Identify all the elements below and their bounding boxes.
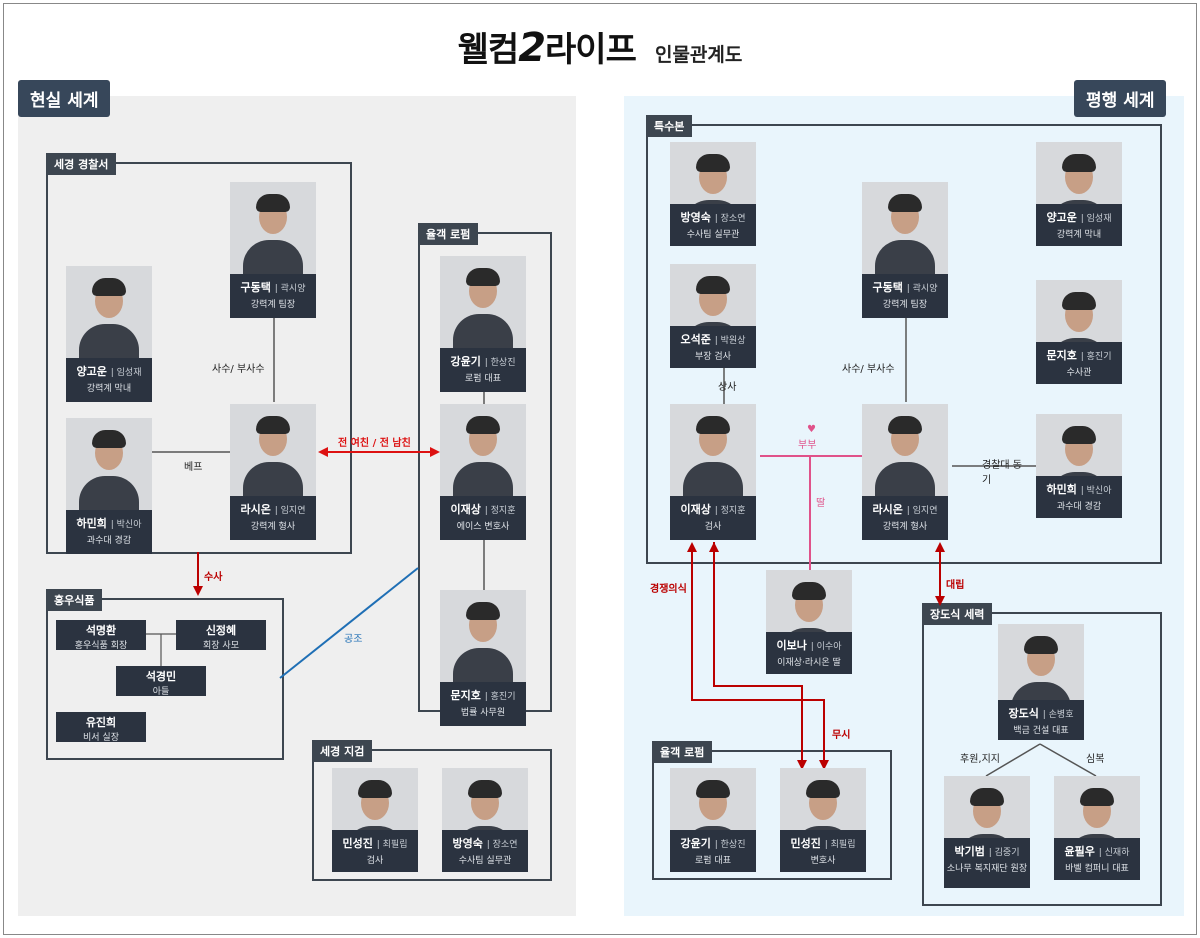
- label-rival: 경쟁의식: [650, 584, 687, 595]
- group-label-par-lawfirm: 율객 로펌: [652, 741, 713, 763]
- label-confront: 대립: [946, 580, 965, 591]
- label-sangsa: 상사: [718, 382, 737, 393]
- portrait: [766, 570, 852, 632]
- portrait: [66, 418, 152, 510]
- portrait: [66, 266, 152, 358]
- label-dongi: 경찰대 동기: [982, 460, 1022, 486]
- group-real-food: [46, 598, 284, 760]
- parallel-world-tag: 평행 세계: [1074, 80, 1167, 117]
- portrait: [440, 404, 526, 496]
- outer-frame: [3, 3, 1197, 935]
- label-bubu: 부부: [798, 440, 817, 451]
- label-support: 후원,지지: [960, 754, 1000, 765]
- group-par-lawfirm: [652, 750, 892, 880]
- portrait: [230, 182, 316, 274]
- portrait: [1036, 142, 1122, 204]
- group-par-special: [646, 124, 1162, 564]
- portrait: [670, 404, 756, 496]
- group-label-real-lawfirm: 율객 로펌: [418, 223, 479, 245]
- portrait: [670, 768, 756, 830]
- label-bepeu: 베프: [184, 462, 203, 473]
- label-susa: 수사: [204, 572, 223, 583]
- portrait: [442, 768, 528, 830]
- group-label-par-special: 특수본: [646, 115, 693, 137]
- label-ex: 전 여친 / 전 남친: [338, 438, 411, 449]
- label-ttal: 딸: [816, 498, 826, 509]
- group-label-real-food: 홍우식품: [46, 589, 103, 611]
- portrait: [862, 404, 948, 496]
- label-ignore: 무시: [832, 730, 851, 741]
- portrait: [440, 256, 526, 348]
- group-label-real-prosecutor: 세경 지검: [312, 740, 373, 762]
- portrait: [944, 776, 1030, 838]
- label-follower: 심복: [1086, 754, 1105, 765]
- portrait: [332, 768, 418, 830]
- portrait: [670, 142, 756, 204]
- portrait: [998, 624, 1084, 700]
- portrait: [780, 768, 866, 830]
- group-label-par-jang: 장도식 세력: [922, 603, 993, 625]
- portrait: [862, 182, 948, 274]
- label-gongjo: 공조: [344, 634, 363, 645]
- label-sasu-parallel: 사수/ 부사수: [842, 364, 895, 375]
- portrait: [440, 590, 526, 682]
- show-logo: 웰컴2라이프: [457, 25, 637, 71]
- portrait: [1036, 414, 1122, 476]
- portrait: [670, 264, 756, 326]
- portrait: [1036, 280, 1122, 342]
- portrait: [230, 404, 316, 496]
- group-par-jang: [922, 612, 1162, 906]
- heart-icon: ♥: [807, 424, 816, 435]
- page-title: 웰컴2라이프 인물관계도: [0, 22, 1200, 71]
- label-sasu: 사수/ 부사수: [212, 364, 265, 375]
- group-real-prosecutor: [312, 749, 552, 881]
- real-world-tag: 현실 세계: [18, 80, 111, 117]
- portrait: [1054, 776, 1140, 838]
- group-label-real-police: 세경 경찰서: [46, 153, 117, 175]
- diagram-subtitle: 인물관계도: [654, 44, 743, 66]
